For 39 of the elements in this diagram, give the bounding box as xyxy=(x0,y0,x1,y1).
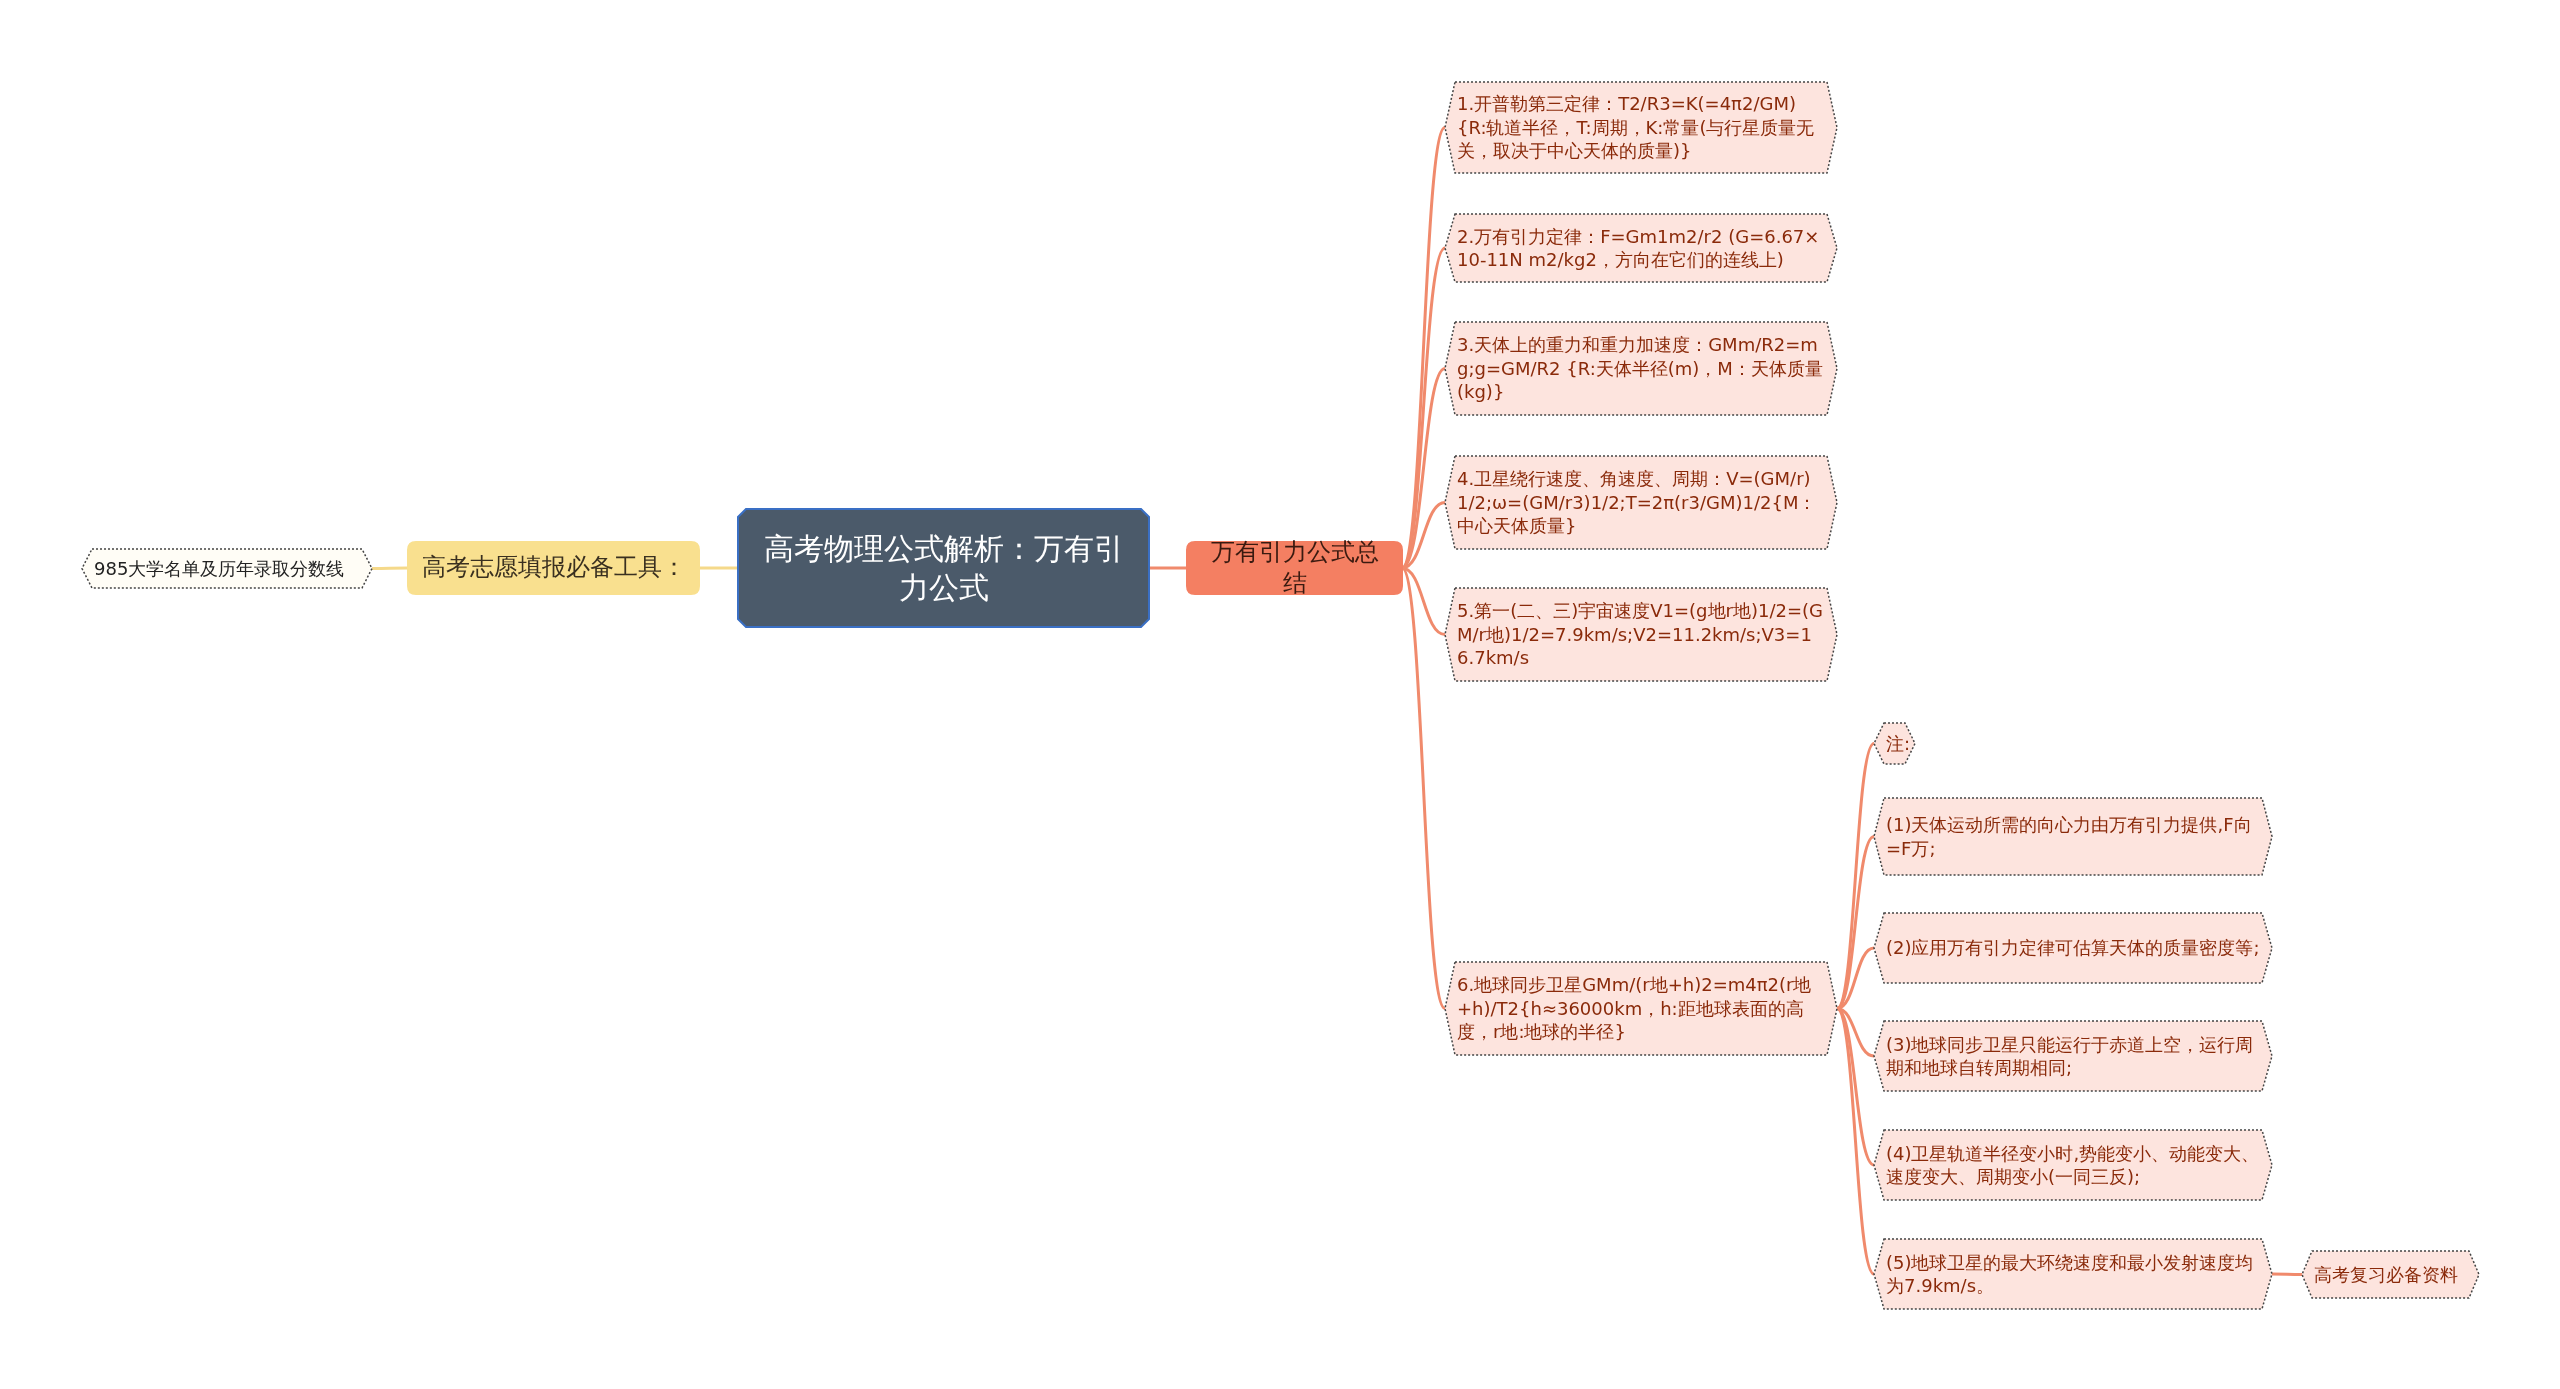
branch-topic-box xyxy=(1187,542,1402,594)
subtopic-box xyxy=(1874,1239,2272,1309)
topic-text: 4.卫星绕行速度、角速度、周期：V=(GM/r)1/2;ω=(GM/r3)1/2;T=2π(r3/GM)1/2{M：中心天体质量} xyxy=(1457,467,1818,538)
subtopic-box xyxy=(2302,1251,2479,1298)
topic-text: 万有引力公式总结 xyxy=(1209,536,1380,599)
topic-text: 高考志愿填报必备工具： xyxy=(421,552,686,584)
topic-text: (5)地球卫星的最大环绕速度和最小发射速度均为7.9km/s。 xyxy=(1886,1250,2255,1298)
topic-text: 注: xyxy=(1886,731,1911,756)
connector-line xyxy=(1836,835,1875,1010)
topic-text: 高考复习必备资料 xyxy=(2314,1262,2458,1287)
subtopic-box xyxy=(1445,456,1837,549)
subtopic-box xyxy=(1445,82,1837,173)
subtopic-box xyxy=(1874,723,1915,764)
topic-text: 6.地球同步卫星GMm/(r地+h)2=m4π2(r地+h)/T2{h≈36000km，h:距地球表面的高度，r地:地球的半径} xyxy=(1457,973,1813,1044)
subtopic-box xyxy=(1445,322,1837,415)
branch-topic-box xyxy=(408,542,699,594)
topic-text: 985大学名单及历年录取分数线 xyxy=(94,556,345,581)
topic-text: 5.第一(二、三)宇宙速度V1=(g地r地)1/2=(GM/r地)1/2=7.9km/s;V2=11.2km/s;V3=16.7km/s xyxy=(1457,599,1824,670)
topic-text: (1)天体运动所需的向心力由万有引力提供,F向=F万; xyxy=(1886,813,2253,860)
connector-line xyxy=(372,566,408,570)
topic-text: 1.开普勒第三定律：T2/R3=K(=4π2/GM){R:轨道半径，T:周期，K:常量(与行星质量无关，取决于中心天体的质量)} xyxy=(1457,92,1816,163)
subtopic-box xyxy=(1874,1021,2272,1091)
topic-text: 高考物理公式解析：万有引力公式 xyxy=(762,530,1125,607)
central-topic-box xyxy=(738,509,1149,627)
subtopic-box xyxy=(1874,913,2272,983)
connector-line xyxy=(2272,1272,2302,1276)
topic-text: (4)卫星轨道半径变小时,势能变小、动能变大、速度变大、周期变小(一同三反); xyxy=(1886,1141,2260,1189)
subtopic-box xyxy=(1874,798,2272,875)
topic-text: 3.天体上的重力和重力加速度：GMm/R2=mg;g=GM/R2 {R:天体半径(m)，M：天体质量(kg)} xyxy=(1457,333,1824,404)
connector-line xyxy=(699,566,738,570)
subtopic-box xyxy=(1874,1130,2272,1200)
subtopic-box xyxy=(1445,214,1837,282)
connector-line xyxy=(1149,566,1187,570)
topic-text: 2.万有引力定律：F=Gm1m2/r2 (G=6.67×10-11N m2/kg2，方向在它们的连线上) xyxy=(1457,224,1821,272)
topic-text: (2)应用万有引力定律可估算天体的质量密度等; xyxy=(1886,936,2260,960)
subtopic-box xyxy=(1445,588,1837,681)
topic-text: (3)地球同步卫星只能运行于赤道上空，运行周期和地球自转周期相同; xyxy=(1886,1032,2255,1080)
subtopic-box xyxy=(1445,962,1837,1055)
subtopic-box xyxy=(82,549,372,588)
